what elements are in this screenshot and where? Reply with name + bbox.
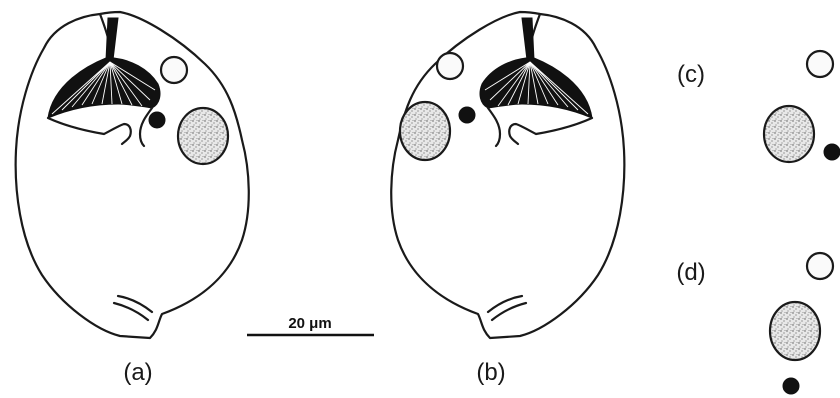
macronucleus-a xyxy=(178,108,228,164)
micronucleus-a xyxy=(149,112,165,128)
macronucleus-c xyxy=(764,106,814,162)
macronucleus-d xyxy=(770,302,820,360)
panel-label-c: (c) xyxy=(677,61,705,88)
micronucleus-c xyxy=(824,144,840,160)
organelles-d xyxy=(770,253,833,394)
macronucleus-b xyxy=(400,102,450,160)
micronucleus-d xyxy=(783,378,799,394)
panel-label-a: (a) xyxy=(123,359,152,386)
contractile-vacuole-c xyxy=(807,51,833,77)
contractile-vacuole-a xyxy=(161,57,187,83)
contractile-vacuole-d xyxy=(807,253,833,279)
cell-body-a xyxy=(16,12,249,338)
cell-body-b xyxy=(391,12,624,338)
organelles-c xyxy=(764,51,840,162)
scale-bar: 20 μm xyxy=(247,315,374,335)
scale-bar-label: 20 μm xyxy=(288,315,331,332)
panel-label-b: (b) xyxy=(476,359,505,386)
cell-drawing-b xyxy=(391,12,624,338)
micronucleus-b xyxy=(459,107,475,123)
panel-label-d: (d) xyxy=(676,259,705,286)
contractile-vacuole-b xyxy=(437,53,463,79)
cell-drawing-a xyxy=(16,12,249,338)
